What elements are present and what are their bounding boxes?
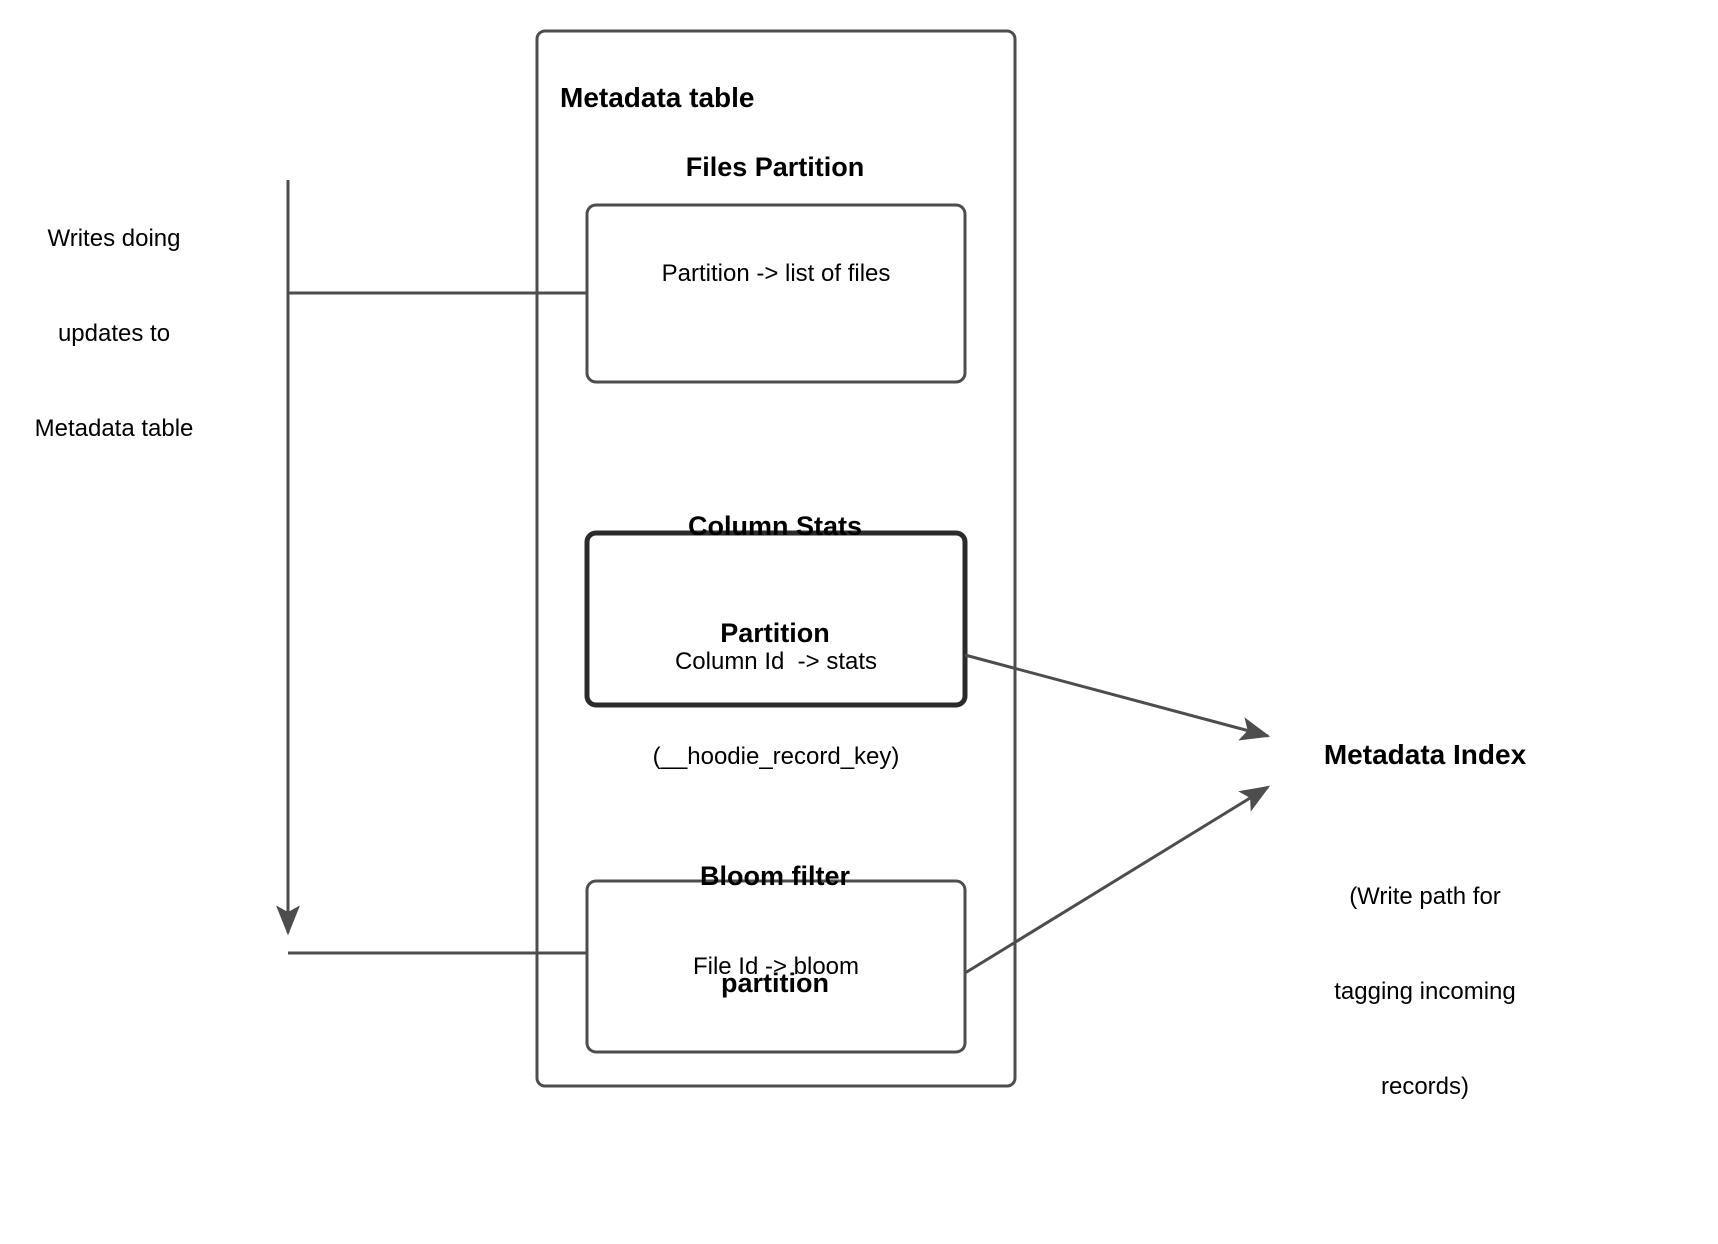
column-stats-partition-box-label: Column Id -> stats (__hoodie_record_key): [589, 583, 963, 836]
metadata-index-caption: (Write path for tagging incoming records…: [1300, 818, 1550, 1166]
writes-annotation-line-1: Writes doing: [47, 225, 181, 253]
bloom-filter-heading-line-1: Bloom filter: [699, 861, 850, 892]
bloom-filter-heading-line-2: partition: [721, 968, 829, 999]
metadata-index-caption-line-1: (Write path for: [1349, 883, 1501, 911]
writes-annotation-line-2: updates to: [57, 320, 171, 348]
metadata-index-caption-line-3: records): [1380, 1073, 1470, 1101]
bloom-to-metadata-index-arrow: [964, 785, 1271, 975]
column-stats-to-metadata-index-arrow: [964, 653, 1271, 741]
column-stats-heading-line-2: Partition: [720, 618, 830, 649]
bloom-filter-partition-heading: Bloom filter partition: [585, 788, 965, 1073]
metadata-table-title: Metadata table: [560, 82, 755, 113]
files-partition-heading: Files Partition: [685, 152, 865, 182]
metadata-index-title: Metadata Index: [1323, 739, 1527, 770]
column-stats-box-label-line-2: (__hoodie_record_key): [652, 743, 900, 771]
metadata-index-caption-line-2: tagging incoming: [1334, 978, 1516, 1006]
column-stats-heading-line-1: Column Stats: [687, 511, 862, 542]
writes-annotation: Writes doing updates to Metadata table: [14, 160, 214, 508]
files-partition-box-label: Partition -> list of files: [661, 260, 891, 287]
files-partition-box: [585, 203, 967, 384]
column-stats-partition-heading: Column Stats Partition: [585, 438, 965, 723]
bloom-filter-partition-box-label: File Id -> bloom: [692, 953, 860, 980]
column-stats-box-label-line-1: Column Id -> stats: [674, 648, 878, 676]
writes-annotation-line-3: Metadata table: [34, 415, 194, 443]
